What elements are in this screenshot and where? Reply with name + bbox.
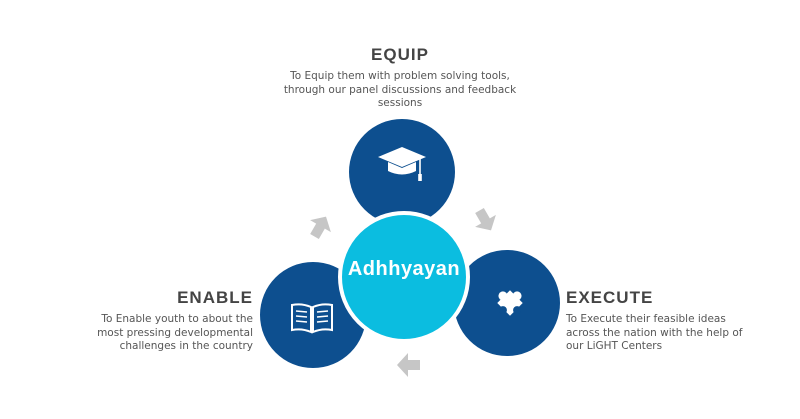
arrow-enable-to-equip xyxy=(310,216,331,240)
graduation-cap-icon xyxy=(372,143,432,185)
puzzle-piece-icon xyxy=(490,283,530,323)
execute-heading: EXECUTE xyxy=(566,288,654,307)
execute-description-line: our LiGHT Centers xyxy=(566,340,663,352)
execute-description-line: To Execute their feasible ideas xyxy=(566,313,726,325)
equip-heading: EQUIP xyxy=(371,45,429,64)
enable-description: To Enable youth to about the most pressi… xyxy=(53,313,253,354)
execute-description-line: across the nation with the help of xyxy=(566,326,743,339)
enable-description-line: To Enable youth to about the xyxy=(101,313,253,325)
open-book-icon xyxy=(288,298,336,338)
arrow-equip-to-execute xyxy=(475,207,496,231)
center-circle xyxy=(338,211,470,343)
execute-description: To Execute their feasible ideas across t… xyxy=(566,313,786,354)
equip-description-line: through our panel discussions and feedba… xyxy=(283,83,517,96)
center-label: Adhhyayan xyxy=(347,258,461,280)
enable-description-line: most pressing developmental xyxy=(97,326,253,339)
equip-description-line: sessions xyxy=(377,97,423,109)
enable-heading: ENABLE xyxy=(177,288,253,307)
arrow-execute-to-enable xyxy=(397,353,420,377)
equip-description-line: To Equip them with problem solving tools… xyxy=(290,70,510,82)
enable-description-line: challenges in the country xyxy=(119,340,253,352)
equip-description: To Equip them with problem solving tools… xyxy=(200,70,600,111)
